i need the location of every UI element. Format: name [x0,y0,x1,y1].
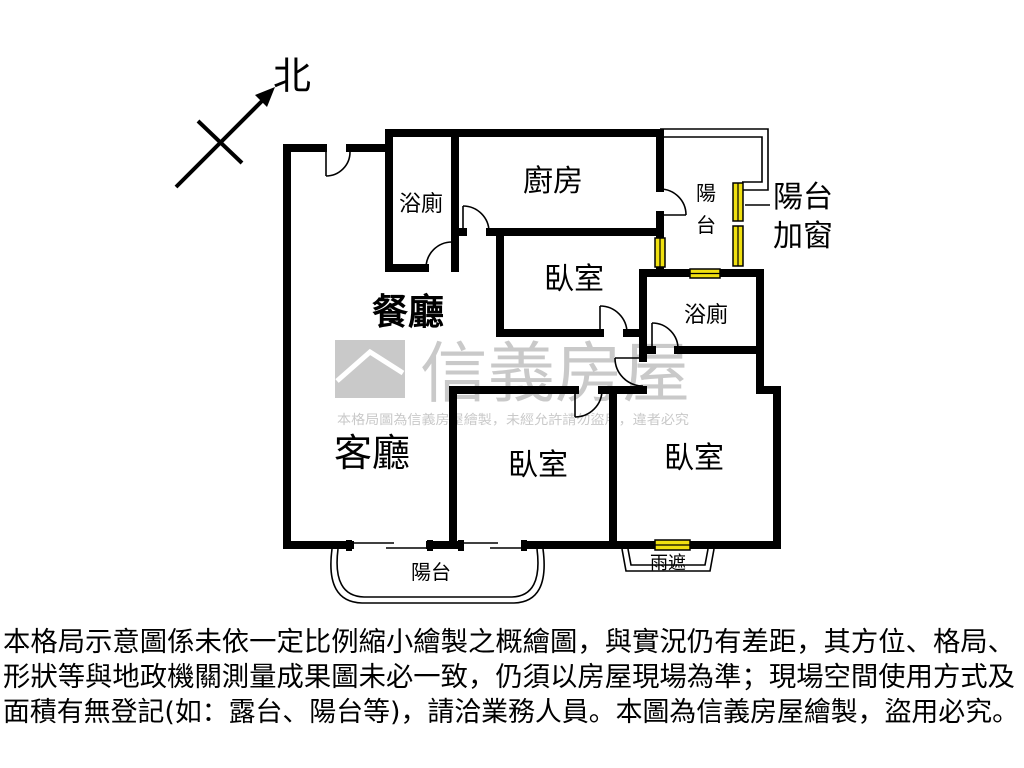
room-labels: 浴廁 廚房 陽 台 陽台 加窗 臥室 浴廁 餐廳 客廳 臥室 臥室 陽台 雨遮 [334,164,833,584]
wall-bedroom-right-east [686,269,781,549]
sliding-door-right-jamb-a [458,540,464,551]
sliding-door-left-jamb-a [346,540,352,551]
label-bedroom-upper: 臥室 [544,262,604,297]
door-bath-right-swing [651,322,679,351]
sliding-door-right-jamb-b [521,540,527,551]
sliding-doors [346,540,527,551]
label-bedroom-right: 臥室 [664,441,724,476]
brand-logo-roof-icon [335,348,405,383]
label-front-balcony: 陽台 [411,560,451,584]
awning-outline-inner [627,548,709,566]
door-bath-upper-swing [425,241,453,269]
label-kitchen: 廚房 [523,164,583,199]
label-rear-balcony-char-2: 台 [696,213,716,237]
label-bath-upper: 浴廁 [399,192,443,217]
label-living-room: 客廳 [334,431,410,475]
doors [325,151,687,418]
door-bedroom-right-swing [614,357,644,387]
disclaimer-line-3: 面積有無登記(如：露台、陽台等)，請洽業務人員。本圖為信義房屋繪製，盜用必究。 [3,697,1019,728]
disclaimer-line-1: 本格局示意圖係未依一定比例縮小繪製之概繪圖，與實況仍有差距，其方位、格局、 [3,627,1015,658]
wall-bedroom-right-southwest [609,386,659,549]
rear-balcony-outline-inner [660,136,763,183]
watermark: 信義房屋 本格局圖為信義房屋繪製，未經允許請勿盜用，違者必究 [335,335,690,428]
label-bedroom-middle: 臥室 [508,448,568,483]
compass-cross-bar [196,119,244,165]
sliding-door-left-jamb-b [427,540,433,551]
label-window-note-line-1: 陽台 [773,180,833,215]
disclaimer-line-2: 形狀等與地政機關測量成果圖未必一致，仍須以房屋現場為準；現場空間使用方式及 [3,662,1015,693]
compass-arrow-head-icon [255,87,275,107]
label-awning: 雨遮 [650,553,686,574]
door-bedroom-middle-swing [574,389,603,418]
label-dining-room: 餐廳 [372,291,444,333]
wall-living-outer [283,144,354,549]
door-entry-swing [325,151,351,177]
walls [283,129,781,549]
watermark-notice: 本格局圖為信義房屋繪製，未經允許請勿盜用，違者必究 [337,412,689,428]
label-window-note-line-2: 加窗 [773,219,833,254]
label-rear-balcony-char-1: 陽 [696,181,716,205]
label-bath-right: 浴廁 [684,303,728,328]
front-balcony-outline-outer [330,548,545,604]
front-balcony-outline-inner [336,548,539,598]
awning-outline-outer [621,548,715,572]
outlines [330,128,770,604]
door-kitchen-swing [462,205,490,233]
north-label: 北 [273,54,311,98]
door-rear-balcony-swing [659,188,687,216]
disclaimer: 本格局示意圖係未依一定比例縮小繪製之概繪圖，與實況仍有差距，其方位、格局、 形狀… [3,627,1019,728]
wall-bedroom-middle [449,386,579,549]
door-bedroom-upper-swing [599,305,628,334]
north-compass: 北 [174,54,311,189]
windows [654,182,744,551]
rear-balcony-outline-outer [660,128,769,191]
